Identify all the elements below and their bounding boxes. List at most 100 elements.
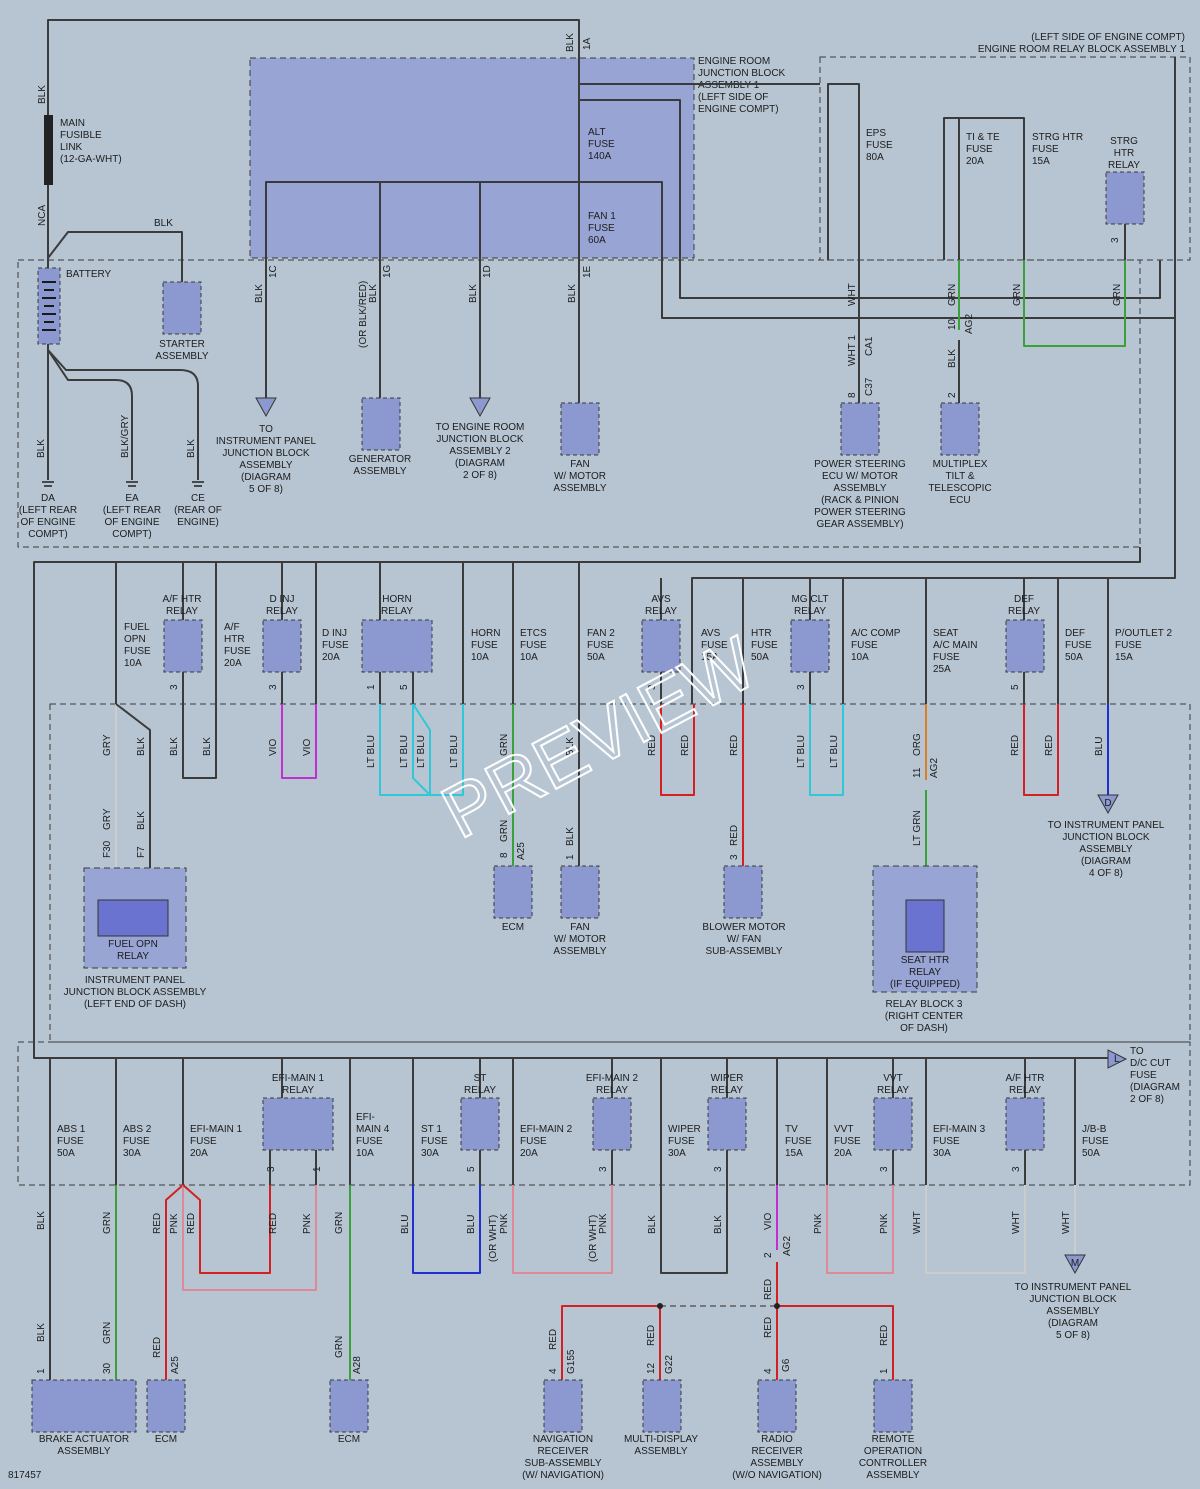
mgr-0: MG CLT	[791, 594, 828, 605]
connector-d	[1097, 794, 1119, 815]
lower-bus: L TO D/C CUT FUSE (DIAGRAM 2 OF 8)	[49, 1046, 1180, 1185]
mw-9: LT BLU	[449, 735, 460, 768]
sh-2: (IF EQUIPPED)	[890, 979, 960, 990]
a1-0: ABS 1	[57, 1124, 86, 1135]
bp-6: 3	[1011, 1166, 1022, 1172]
e3-2: 30A	[933, 1148, 951, 1159]
a2-2: 30A	[123, 1148, 141, 1159]
bp-3: 3	[598, 1166, 609, 1172]
mp-l2: TELESCOPIC	[928, 483, 991, 494]
et-2: 10A	[520, 652, 538, 663]
middle-wires	[115, 703, 1109, 870]
aff-0: A/F	[224, 622, 240, 633]
gnd-ce-l0: (REAR OF	[174, 505, 222, 516]
jb1-label-3: (LEFT SIDE OF	[698, 92, 768, 103]
tite-fuse-1: FUSE	[966, 144, 993, 155]
bp-17: 4	[763, 1368, 774, 1374]
power-steering-ecu	[840, 402, 880, 456]
pin-1d: 1D	[482, 265, 493, 278]
vf-0: VVT	[834, 1124, 853, 1135]
bw-17: PNK	[813, 1213, 824, 1234]
mp-9: 3	[169, 684, 180, 690]
mw-23: GRN	[499, 820, 510, 842]
to-ipjb-5: 5 OF 8)	[249, 484, 283, 495]
starter-l0: STARTER	[159, 339, 205, 350]
def-relay	[1005, 619, 1045, 673]
connector-m	[1064, 1254, 1086, 1275]
middle-wire-labels: GRY BLK BLK BLK VIO VIO LT BLU LT BLU LT…	[102, 684, 1105, 893]
nav-0: NAVIGATION	[533, 1434, 593, 1445]
to-erjb2-2: ASSEMBLY 2	[449, 446, 511, 457]
jbb-1: FUSE	[1082, 1136, 1109, 1147]
rr-0: RADIO	[761, 1434, 793, 1445]
sf-3: 25A	[933, 664, 951, 675]
afr-0: A/F HTR	[163, 594, 202, 605]
radio-receiver	[757, 1379, 797, 1433]
wire-1g: BLK	[368, 284, 379, 303]
e2f-2: 20A	[520, 1148, 538, 1159]
bp-11: A25	[170, 1356, 181, 1374]
bw-1: GRN	[102, 1212, 113, 1234]
e4-3: 10A	[356, 1148, 374, 1159]
lower-wire-labels: BLK GRN RED PNK RED RED PNK GRN BLU BLU …	[36, 1211, 1072, 1374]
bw-24: RED	[152, 1337, 163, 1358]
mp-7: AG2	[929, 758, 940, 778]
bw-8: BLU	[400, 1215, 411, 1234]
dc-1: D/C CUT	[1130, 1058, 1171, 1069]
mp-0: F30	[102, 840, 113, 858]
to-ipjb-0: TO	[259, 424, 273, 435]
strg-fuse-0: STRG HTR	[1032, 132, 1083, 143]
mp-4: 1	[565, 854, 576, 860]
avf-0: AVS	[701, 628, 721, 639]
fan1-fuse-2: 60A	[588, 235, 606, 246]
alt-fuse-1: FUSE	[588, 139, 615, 150]
rr-1: RECEIVER	[751, 1446, 802, 1457]
mp-5: 3	[729, 854, 740, 860]
mp-13: 3	[647, 684, 658, 690]
md-0: MULTI-DISPLAY	[624, 1434, 698, 1445]
bw-23: GRN	[102, 1322, 113, 1344]
e3-0: EFI-MAIN 3	[933, 1124, 986, 1135]
mw-0: GRY	[102, 734, 113, 756]
header-relay-block: ENGINE ROOM RELAY BLOCK ASSEMBLY 1	[978, 44, 1186, 55]
avf-2: 15A	[701, 652, 719, 663]
bl-1: W/ FAN	[727, 934, 761, 945]
fan-top-l1: W/ MOTOR	[554, 471, 606, 482]
dir-0: D INJ	[270, 594, 295, 605]
e4-2: FUSE	[356, 1136, 383, 1147]
md-1: ASSEMBLY	[634, 1446, 687, 1457]
mw-13: RED	[680, 735, 691, 756]
fo-2: FUSE	[124, 646, 151, 657]
e1f-2: 20A	[190, 1148, 208, 1159]
fan-top-l2: ASSEMBLY	[553, 483, 606, 494]
jb1-label-0: ENGINE ROOM	[698, 56, 770, 67]
dc-0: TO	[1130, 1046, 1144, 1057]
mgr-1: RELAY	[794, 606, 826, 617]
vf-2: 20A	[834, 1148, 852, 1159]
bp-18: G6	[781, 1358, 792, 1372]
mw-21: GRY	[102, 808, 113, 830]
mw-20: BLU	[1094, 737, 1105, 756]
horn-relay	[361, 619, 433, 673]
f2-0: FAN 2	[587, 628, 615, 639]
to-ipjb-2: JUNCTION BLOCK	[222, 448, 310, 459]
avf-1: FUSE	[701, 640, 728, 651]
sh-1: RELAY	[909, 967, 941, 978]
avs-relay	[641, 619, 681, 673]
e2r-1: RELAY	[596, 1085, 628, 1096]
a2-1: FUSE	[123, 1136, 150, 1147]
bw-28: RED	[763, 1279, 774, 1300]
mp-6: 11	[912, 767, 923, 778]
a1-1: FUSE	[57, 1136, 84, 1147]
to-erjb2-0: TO ENGINE ROOM	[436, 422, 525, 433]
acf-0: A/C COMP	[851, 628, 901, 639]
mp-l0: MULTIPLEX	[933, 459, 988, 470]
bw-16: VIO	[763, 1213, 774, 1230]
strg-relay-0: STRG	[1110, 136, 1138, 147]
mw-6: LT BLU	[366, 735, 377, 768]
mw-14: RED	[729, 735, 740, 756]
fm-0: FAN	[570, 922, 589, 933]
mw-19: RED	[1044, 735, 1055, 756]
tid-0: TO INSTRUMENT PANEL	[1048, 820, 1165, 831]
et-1: FUSE	[520, 640, 547, 651]
